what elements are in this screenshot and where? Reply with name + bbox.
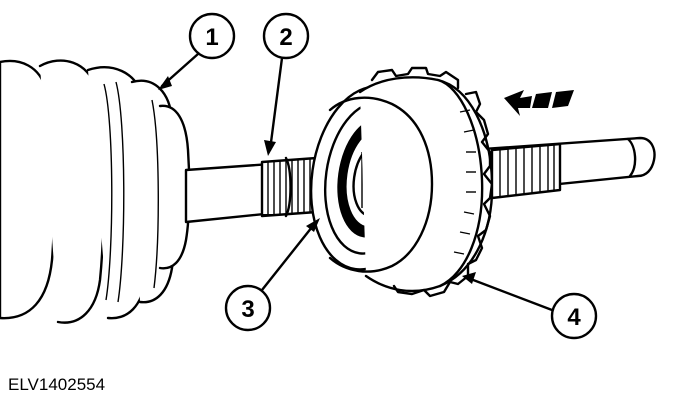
callout-3-label: 3: [241, 296, 254, 323]
figure-id: ELV1402554: [8, 375, 105, 394]
callout-1: 1: [158, 12, 236, 90]
callout-2: 2: [262, 12, 310, 156]
reluctor-teeth: [370, 66, 494, 298]
callout-4-label: 4: [567, 304, 581, 331]
callout-1-label: 1: [205, 24, 218, 51]
callout-4: 4: [462, 272, 598, 340]
reluctor-ring: [328, 66, 494, 298]
cv-joint-boot: [0, 59, 191, 324]
callout-3: 3: [224, 218, 320, 332]
direction-arrow-icon: [504, 90, 574, 116]
reluctor-tooth-marks: [453, 109, 476, 255]
callout-2-label: 2: [279, 24, 292, 51]
outer-shaft-splines: [490, 142, 562, 200]
